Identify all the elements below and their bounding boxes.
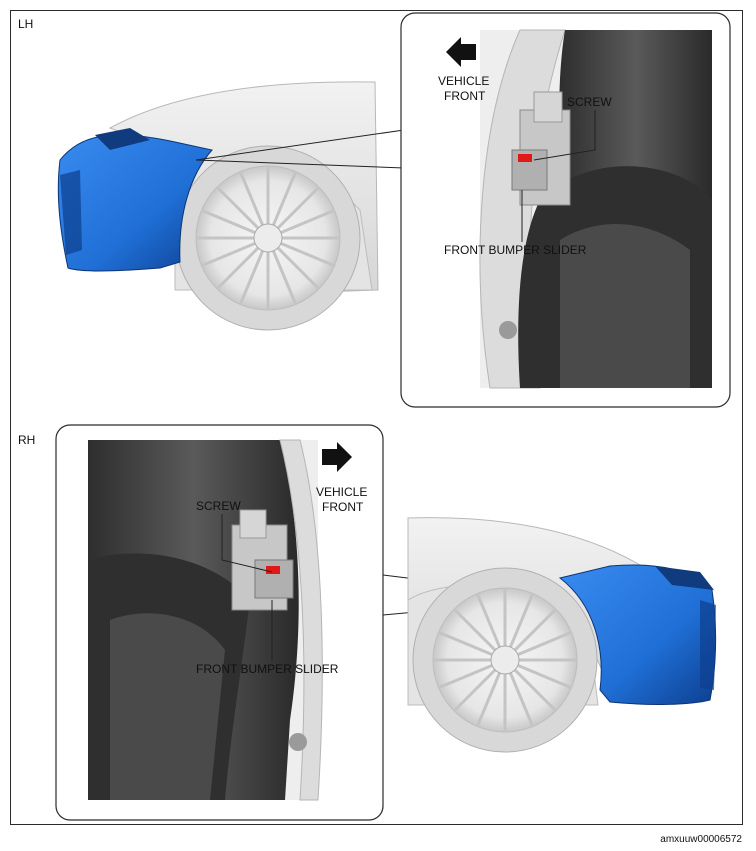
- rh-screw-leader: [221, 514, 273, 573]
- lh-screw-mark: [518, 154, 532, 162]
- rh-screw-label: SCREW: [196, 499, 241, 513]
- section-label-rh: RH: [18, 433, 35, 447]
- lh-car-illustration: [57, 81, 379, 331]
- rh-screw-mark: [266, 566, 280, 574]
- lh-wheel: [175, 145, 361, 331]
- rh-car-illustration: [407, 517, 717, 753]
- rh-direction-label-2: FRONT: [322, 500, 364, 514]
- lh-screw-label: SCREW: [567, 95, 612, 109]
- rh-slider-label: FRONT BUMPER SLIDER: [196, 662, 339, 676]
- section-label-lh: LH: [18, 17, 33, 31]
- figure-frame: [10, 10, 743, 825]
- rh-direction-label-1: VEHICLE: [316, 485, 367, 499]
- lh-slider-label: FRONT BUMPER SLIDER: [444, 243, 587, 257]
- lh-detail-illustration: [479, 29, 712, 389]
- lh-direction-label-1: VEHICLE: [438, 74, 489, 88]
- lh-direction-label-2: FRONT: [444, 89, 486, 103]
- lh-callout-leader: [195, 129, 405, 169]
- lh-vehicle-front-arrow-icon: [446, 37, 476, 67]
- figure-code: amxuuw00006572: [660, 834, 742, 845]
- lh-screw-leader: [533, 110, 596, 161]
- rh-vehicle-front-arrow-icon: [322, 442, 352, 472]
- rh-detail-illustration: [88, 439, 323, 801]
- rh-wheel: [412, 567, 598, 753]
